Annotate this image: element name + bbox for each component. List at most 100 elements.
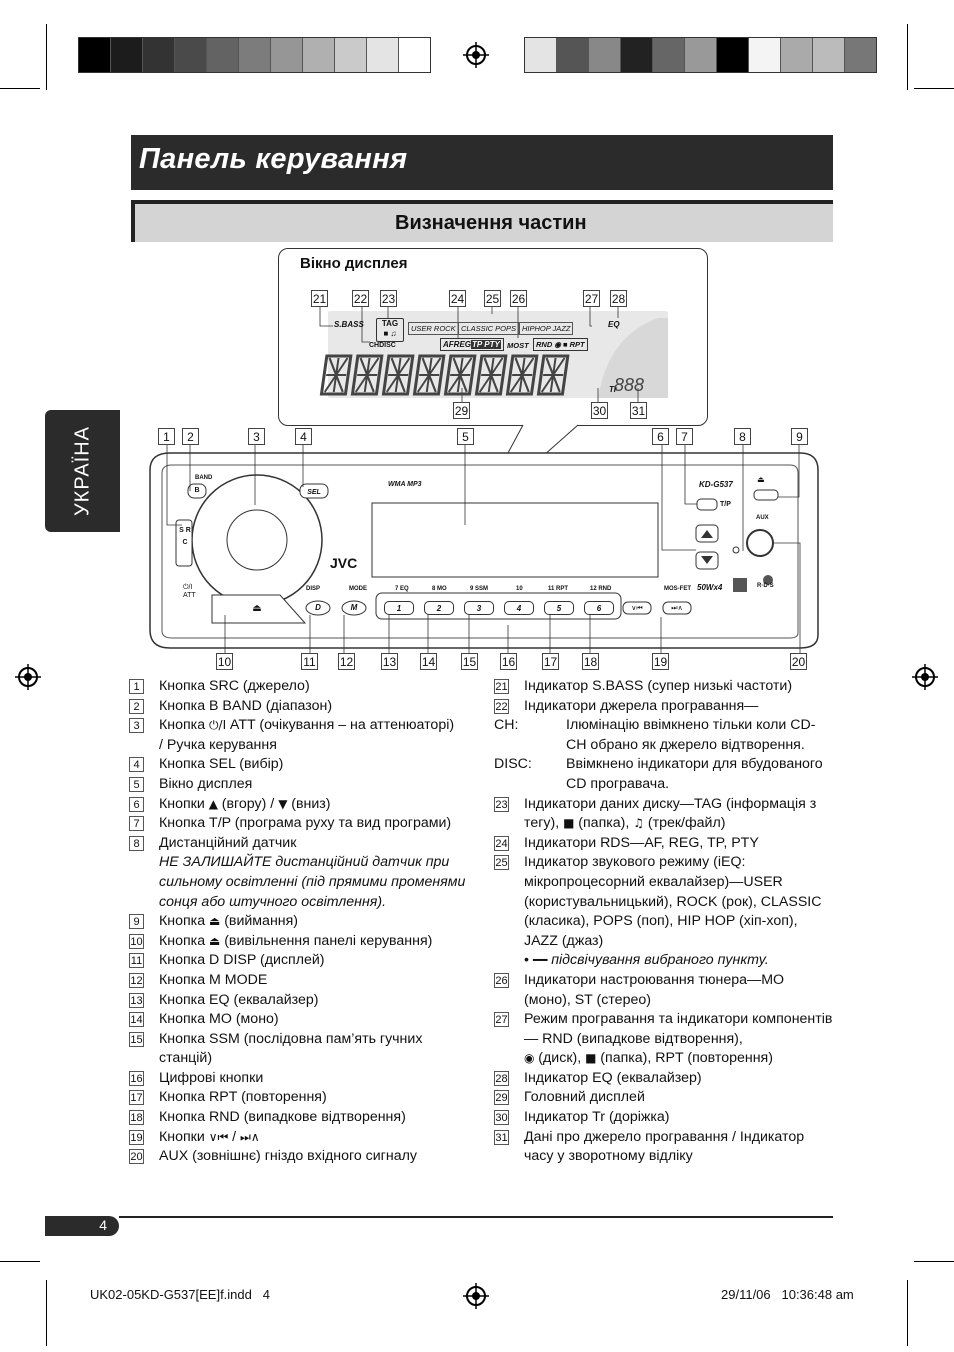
lcd-sbass-indicator: S.BASS xyxy=(334,320,364,329)
panel-callout-number: 10 xyxy=(216,653,233,670)
item-text: Кнопка MO (моно) xyxy=(159,1011,279,1028)
volume-control-knob[interactable] xyxy=(192,475,322,605)
aux-label: AUX xyxy=(756,515,769,521)
lcd-user-rock: USER ROCK xyxy=(408,322,459,335)
crop-mark xyxy=(907,24,908,90)
registration-mark-icon xyxy=(463,1283,489,1309)
lcd-callout-number: 25 xyxy=(484,290,501,307)
lcd-classic-pops: CLASSIC POPS xyxy=(458,322,520,335)
preset-button-2[interactable]: 2 xyxy=(424,601,454,615)
sub-entry: DISC:Ввімкнено індикатори для вбудованог… xyxy=(494,755,834,794)
lcd-tag-indicator: TAG■ ♫ xyxy=(376,318,404,342)
down-button[interactable] xyxy=(696,552,718,569)
crop-mark xyxy=(0,1261,40,1262)
footer-file: UK02-05KD-G537[EE]f.indd 4 xyxy=(90,1287,270,1302)
item-text: ATT xyxy=(229,717,260,734)
lcd-digit xyxy=(350,354,384,396)
down-previous-icon: ∨⏮ xyxy=(208,1129,233,1144)
sel-button[interactable]: SEL xyxy=(307,489,321,496)
item-number: 31 xyxy=(494,1129,509,1145)
mode-button[interactable]: M xyxy=(350,603,358,612)
preset-button-6[interactable]: 6 xyxy=(584,601,614,615)
lcd-tr-indicator: Tr xyxy=(609,385,617,394)
registration-mark-icon xyxy=(463,42,489,68)
item-number: 16 xyxy=(129,1070,144,1086)
panel-callout-number: 13 xyxy=(381,653,398,670)
mosfet-label: MOS-FET xyxy=(664,586,691,592)
language-tab-label: УКРАЇНА xyxy=(71,425,93,517)
preset-function-label: 8 MO xyxy=(432,586,447,592)
eject-button[interactable] xyxy=(754,490,778,500)
item-text: Кнопки xyxy=(159,795,209,812)
item-number: 14 xyxy=(129,1012,144,1028)
bullet-note: • ━━ підсвічування вибраного пункту. xyxy=(524,951,834,971)
lcd-digit-segments xyxy=(354,357,380,393)
preset-button-1[interactable]: 1 xyxy=(384,601,414,615)
seek-forward-button[interactable]: ⏭∧ xyxy=(671,604,683,612)
preset-button-3[interactable]: 3 xyxy=(464,601,494,615)
item-text: Індикатор EQ (еквалайзер) xyxy=(524,1069,702,1086)
preset-button-5[interactable]: 5 xyxy=(544,601,574,615)
item-number: 22 xyxy=(494,698,509,714)
lcd-callout-number: 29 xyxy=(453,402,470,419)
aux-input-jack[interactable] xyxy=(747,530,773,556)
lcd-digit xyxy=(381,354,415,396)
item-number: 8 xyxy=(129,835,144,851)
up-button[interactable] xyxy=(696,525,718,542)
item-text: Кнопка M MODE xyxy=(159,971,268,988)
svg-text:888: 888 xyxy=(614,375,644,395)
registration-mark-icon xyxy=(15,664,41,690)
item-text: Кнопки xyxy=(159,1128,209,1145)
panel-callout-number: 12 xyxy=(338,653,355,670)
model-label: KD-G537 xyxy=(699,480,733,489)
disp-button[interactable]: D xyxy=(315,603,321,612)
item-number: 23 xyxy=(494,796,509,812)
tp-button[interactable] xyxy=(697,499,717,510)
item-text: Індикатор Tr (доріжка) xyxy=(524,1109,670,1126)
lcd-digit-segments xyxy=(509,357,535,393)
detach-button[interactable]: ⏏ xyxy=(252,603,262,614)
src-button[interactable]: S R C xyxy=(179,527,191,546)
item-text: / xyxy=(232,1128,241,1145)
down-arrow-icon: ▼ xyxy=(278,796,292,811)
track-icon: ♫ xyxy=(633,816,648,831)
item-number: 13 xyxy=(129,992,144,1008)
preset-function-label: 9 SSM xyxy=(470,586,489,592)
language-tab: УКРАЇНА xyxy=(45,410,120,532)
lcd-most-indicator: MOST xyxy=(507,341,529,350)
panel-callout-number: 5 xyxy=(457,428,474,445)
power-output-label: 50Wx4 xyxy=(697,583,723,592)
item-text: Кнопка EQ (еквалайзер) xyxy=(159,991,319,1008)
lcd-callout-number: 26 xyxy=(510,290,527,307)
preset-function-label: 7 EQ xyxy=(395,586,409,592)
preset-button-4[interactable]: 4 xyxy=(504,601,534,615)
seek-back-button[interactable]: ∨⏮ xyxy=(631,604,643,612)
lcd-digit-segments xyxy=(416,357,442,393)
crop-mark xyxy=(907,1280,908,1346)
item-text: Індикатори настроювання тюнера—MO (моно)… xyxy=(524,971,785,1008)
panel-release-icon: ⏏ xyxy=(209,933,225,948)
mode-label: MODE xyxy=(349,586,367,592)
band-button[interactable]: B xyxy=(194,487,200,494)
item-text: Кнопка SRC (джерело) xyxy=(159,678,310,694)
item-number: 3 xyxy=(129,718,144,734)
crop-mark xyxy=(46,24,47,90)
eject-icon[interactable]: ⏏ xyxy=(757,475,765,484)
registration-mark-icon xyxy=(912,664,938,690)
list-item: 14 Кнопка MO (моно) xyxy=(129,1010,474,1030)
panel-callout-number: 2 xyxy=(182,428,199,445)
page-number-tab: 4 xyxy=(45,1216,119,1236)
panel-callout-number: 18 xyxy=(582,653,599,670)
item-number: 2 xyxy=(129,698,144,714)
panel-callout-number: 19 xyxy=(652,653,669,670)
item-text: Режим програвання та індикатори компонен… xyxy=(524,1011,833,1047)
